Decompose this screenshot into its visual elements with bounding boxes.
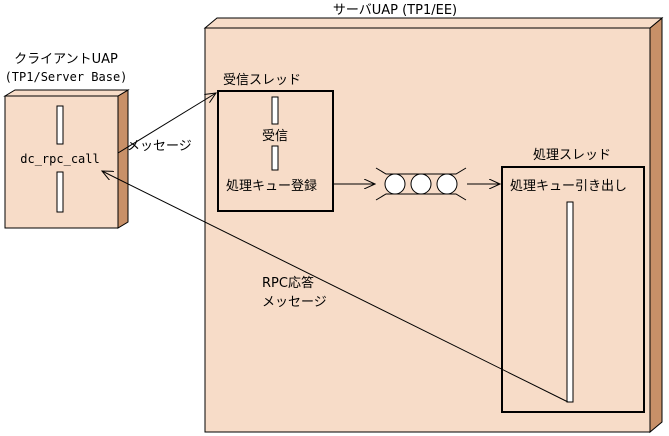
receive-thread-bar-top xyxy=(271,96,279,125)
dequeue-label: 処理キュー引き出し xyxy=(510,179,627,194)
reply-label-line1: RPC応答 xyxy=(262,275,314,291)
processing-queue xyxy=(375,167,467,201)
queue-item-1 xyxy=(384,173,406,195)
client-block-top xyxy=(3,89,130,97)
message-label: メッセージ xyxy=(127,139,192,154)
receive-label: 受信 xyxy=(262,129,288,144)
message-arrow xyxy=(117,93,216,154)
server-block-side xyxy=(649,16,663,434)
queue-item-3 xyxy=(436,173,458,195)
server-title: サーバUAP (TP1/EE) xyxy=(333,3,457,18)
receive-thread-title: 受信スレッド xyxy=(223,73,301,88)
queue-item-2 xyxy=(410,173,432,195)
process-thread-box xyxy=(501,166,645,413)
receive-thread-bar-bottom xyxy=(271,145,279,171)
client-subtitle: (TP1/Server Base) xyxy=(5,70,128,84)
client-title: クライアントUAP xyxy=(14,52,118,67)
server-block-face xyxy=(204,27,651,433)
client-block-side xyxy=(117,89,129,229)
reply-label-line2: メッセージ xyxy=(262,295,327,310)
enqueue-label: 処理キュー登録 xyxy=(226,179,317,194)
process-thread-title: 処理スレッド xyxy=(533,148,611,163)
client-thread-bar-bottom xyxy=(56,171,64,213)
client-thread-bar-top xyxy=(56,105,64,145)
server-uap-block xyxy=(203,16,664,434)
server-block-top xyxy=(203,17,664,29)
reply-arrow xyxy=(102,171,569,403)
receive-thread-box xyxy=(217,90,334,212)
process-thread-bar xyxy=(566,201,574,403)
client-call-label: dc_rpc_call xyxy=(20,152,99,166)
